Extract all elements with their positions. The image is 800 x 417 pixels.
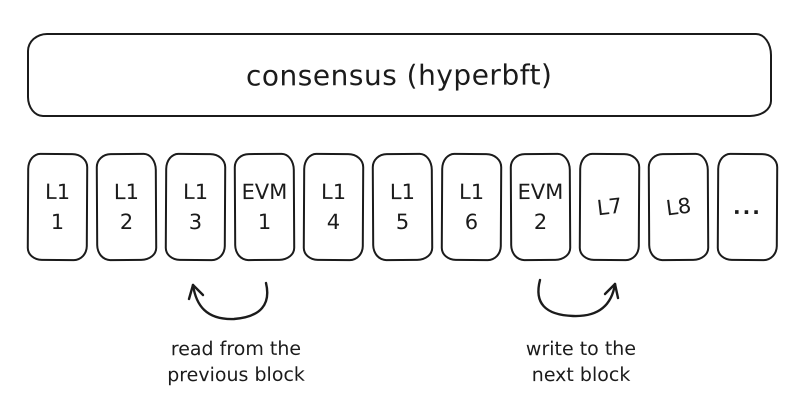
block-label: L1 <box>458 179 485 205</box>
ellipsis-label: ... <box>733 194 762 220</box>
block-l8: L8 <box>647 152 710 262</box>
read-annotation-line2: previous block <box>167 363 305 387</box>
block-ellipsis: ... <box>716 152 779 262</box>
block-number: 6 <box>464 209 479 235</box>
write-to-next-arrow-icon <box>537 278 620 318</box>
read-annotation-line1: read from the <box>170 337 302 361</box>
block-label: EVM <box>241 179 288 205</box>
block-number: 4 <box>326 209 341 235</box>
read-from-previous-arrow-icon <box>187 281 269 321</box>
block-l1-4: L1 4 <box>302 152 365 262</box>
consensus-box: consensus (hyperbft) <box>27 33 772 117</box>
block-label: L1 <box>44 179 71 205</box>
block-label: EVM <box>517 179 564 205</box>
block-label: L8 <box>664 193 693 221</box>
block-l1-5: L1 5 <box>371 152 434 262</box>
block-number: 1 <box>257 209 272 235</box>
block-l7: L7 <box>578 152 641 262</box>
block-l1-1: L1 1 <box>26 152 89 262</box>
write-annotation-line1: write to the <box>525 337 637 361</box>
write-annotation: write to the next block <box>471 336 691 389</box>
read-annotation: read from the previous block <box>126 336 346 389</box>
consensus-label: consensus (hyperbft) <box>246 57 553 93</box>
block-number: 2 <box>119 209 134 235</box>
blocks-row: L1 1 L1 2 L1 3 EVM 1 L1 4 L1 5 L1 6 EVM <box>26 152 779 262</box>
block-label: L1 <box>182 179 209 205</box>
block-label: L7 <box>595 193 624 221</box>
block-label: L1 <box>113 179 140 205</box>
block-number: 2 <box>533 209 548 235</box>
block-label: L1 <box>320 179 347 205</box>
block-number: 5 <box>395 209 410 235</box>
block-evm-2: EVM 2 <box>509 152 572 262</box>
block-l1-6: L1 6 <box>440 152 503 262</box>
block-number: 1 <box>50 209 65 235</box>
block-evm-1: EVM 1 <box>233 152 296 262</box>
block-number: 3 <box>188 209 203 235</box>
block-l1-2: L1 2 <box>95 152 158 262</box>
block-label: L1 <box>389 179 416 205</box>
block-l1-3: L1 3 <box>164 152 227 262</box>
write-annotation-line2: next block <box>531 363 631 387</box>
